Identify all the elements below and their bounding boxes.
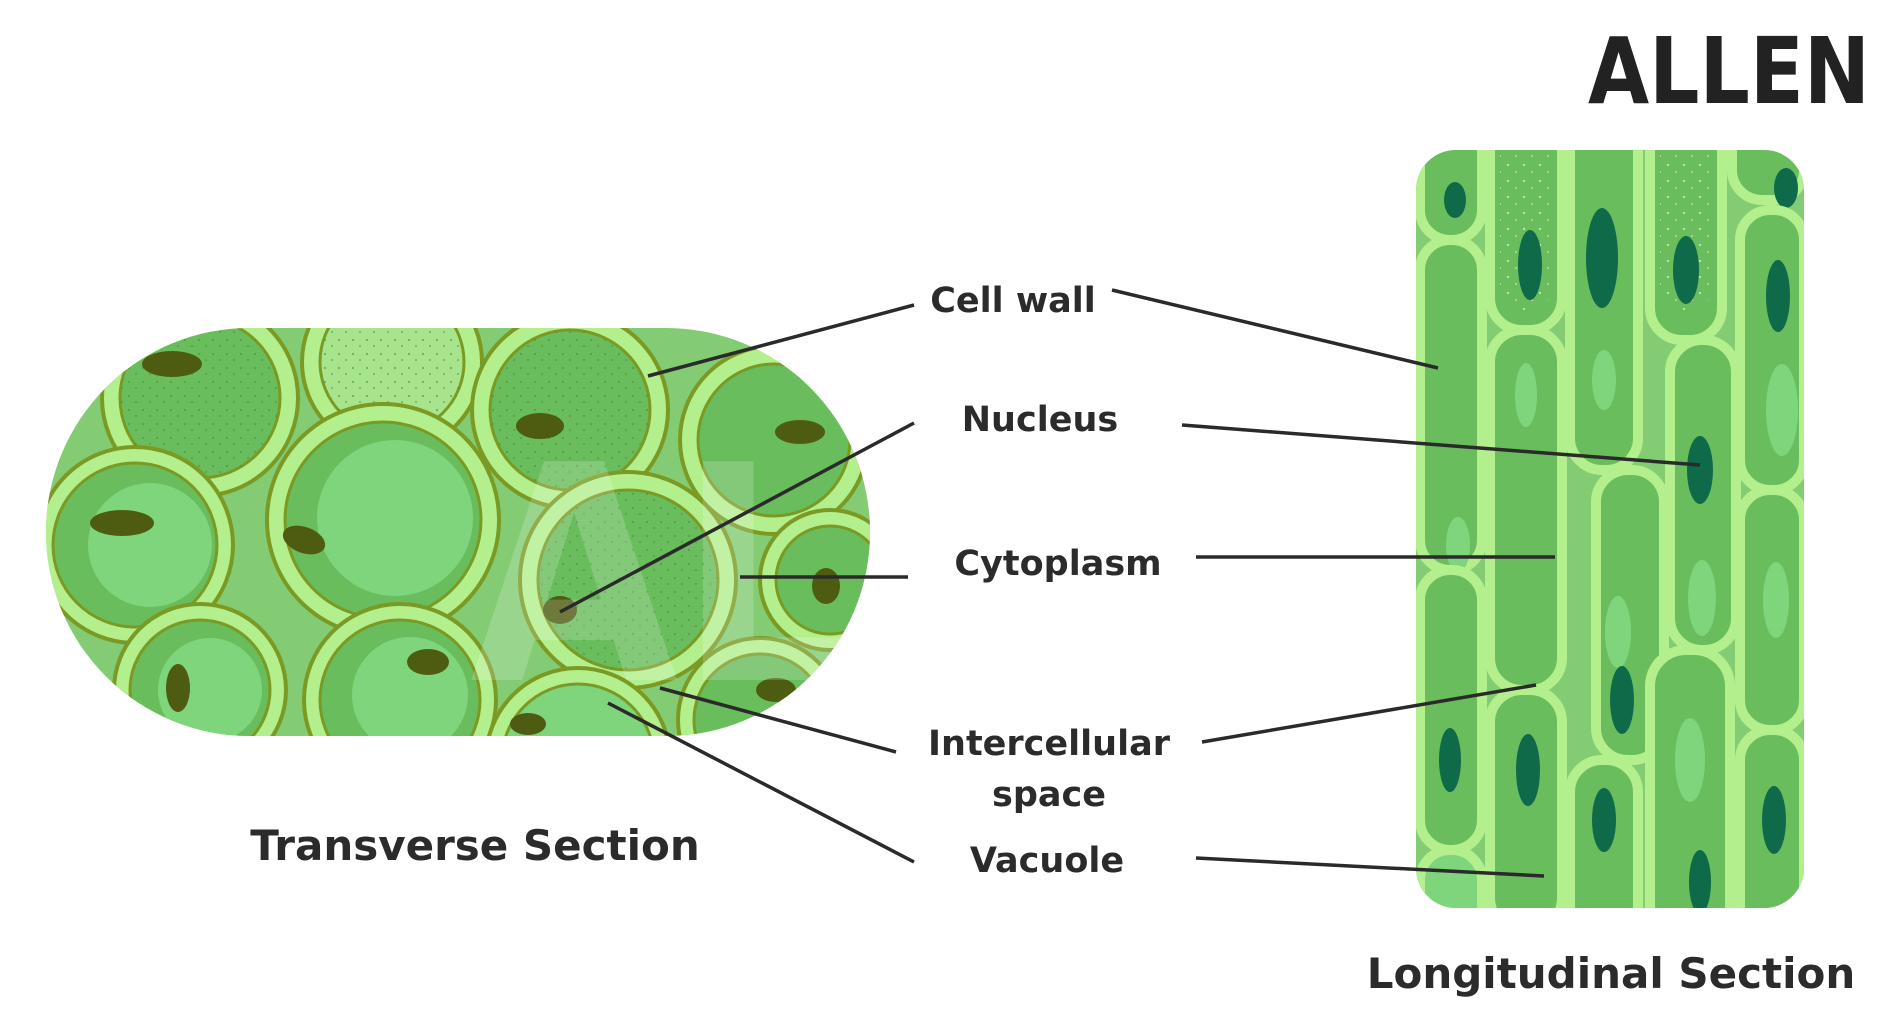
longitudinal-section-tissue (1416, 100, 1804, 950)
label-intercellular-space: space (992, 775, 1106, 815)
label-cell-wall: Cell wall (930, 281, 1096, 321)
label-nucleus: Nucleus (962, 400, 1118, 440)
label-cytoplasm: Cytoplasm (954, 544, 1161, 584)
watermark-logo: ALLEN (470, 402, 1430, 751)
ts-cell (304, 604, 496, 796)
ts-cell (114, 604, 286, 776)
caption-longitudinal-section: Longitudinal Section (1367, 949, 1856, 998)
ts-cell (267, 404, 499, 636)
caption-transverse-section: Transverse Section (250, 821, 700, 870)
allen-logo: ALLEN (1588, 18, 1870, 125)
label-intercellular: Intercellular (928, 724, 1171, 764)
label-vacuole: Vacuole (970, 841, 1124, 881)
leader-cell-wall-ls (1112, 290, 1438, 368)
